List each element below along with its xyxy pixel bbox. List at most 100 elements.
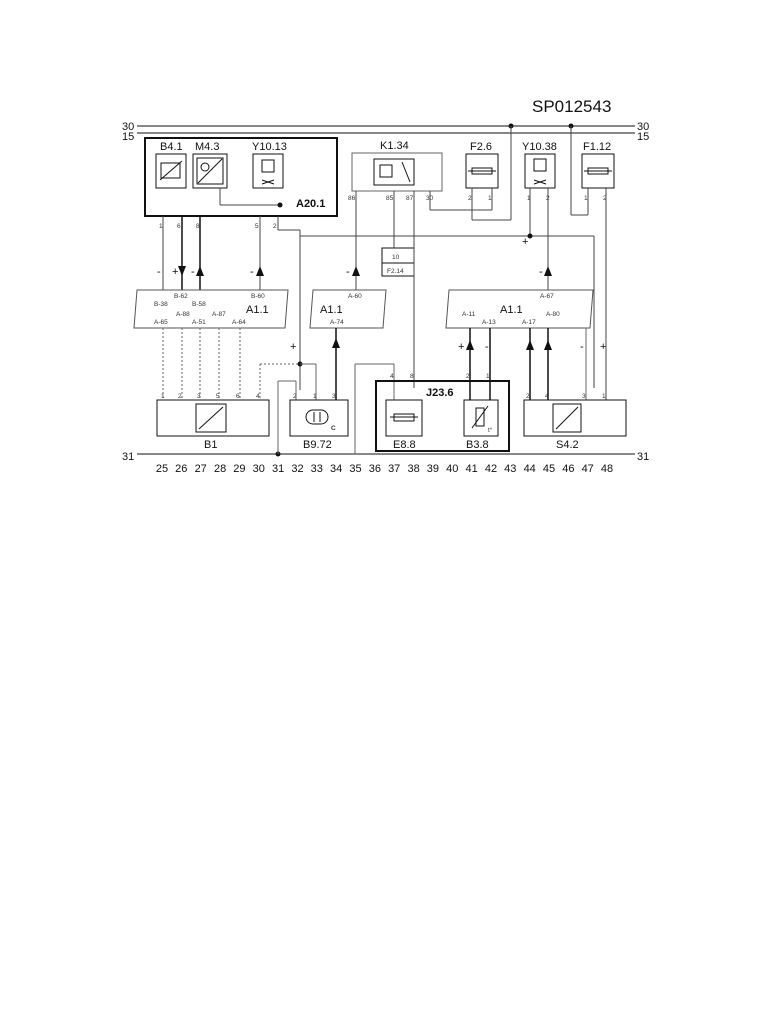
rail-label-right-30: 30 [637,121,649,133]
junction-dot [277,202,283,208]
column-number: 43 [504,463,516,475]
up-arrow-icon [332,338,340,348]
column-number: 45 [543,463,555,475]
polarity-sign: - [580,341,584,353]
f2-14-label: F2.14 [387,268,404,275]
pin-label: 8 [196,223,200,230]
conn-label: B-58 [192,301,206,308]
pin-label: 5 [255,223,259,230]
solenoid-valve-icon [533,158,547,172]
column-number: 37 [388,463,400,475]
conn-label: A-87 [212,311,226,318]
pin-label: 3 [332,393,336,400]
pin-label: 2 [178,393,182,400]
pin-label: 2 [603,195,607,202]
conn-label: A-13 [482,319,496,326]
column-number: 44 [524,463,536,475]
switch-icon [552,403,582,433]
pin-label: 3 [582,393,586,400]
pin-label: 87 [406,195,414,202]
column-number: 47 [582,463,594,475]
column-number: 39 [427,463,439,475]
f1-12-label: F1.12 [583,141,611,153]
m4-3-box [192,153,228,189]
column-number: 28 [214,463,226,475]
conn-label: B-60 [251,293,265,300]
relay-contact [401,161,411,183]
pin-label: 1 [488,195,492,202]
b9-72-label: B9.72 [303,439,332,451]
upper-wires [162,126,607,400]
f2-14-rating: 10 [392,254,400,261]
b9-72-box [289,399,349,437]
s4-2-box [523,399,627,437]
diagram-id: SP012543 [532,97,611,116]
a1-1-right-block [445,289,594,329]
a1-1-left-block [133,289,289,329]
pin-label: 2 [293,393,297,400]
b3-8-temp: t° [488,426,493,434]
y10-13-label: Y10.13 [252,141,287,153]
power-rails [137,125,635,455]
pressure-sensor-icon [305,409,329,425]
rail-label-left-15: 15 [122,131,134,143]
conn-label: A-60 [348,293,362,300]
j23-6-frame [375,380,510,452]
pin-label: 1 [527,195,531,202]
motor-rotor [200,162,210,172]
m4-3-label: M4.3 [195,141,219,153]
y10-13-box [252,153,284,189]
rail-label-left-31: 31 [122,451,134,463]
pin-label: 2 [466,373,470,380]
temperature-sensor-icon [160,162,181,179]
down-arrow-icon [178,266,186,276]
polarity-sign: - [539,266,543,278]
conn-label: A-80 [546,311,560,318]
m4-3-slash [197,158,223,184]
column-number: 26 [175,463,187,475]
rail-label-left-30: 30 [122,121,134,133]
motor-icon [196,157,224,185]
a1-1-left-label: A1.1 [246,304,269,316]
a1-1-right-label: A1.1 [500,304,523,316]
b1-box [156,399,270,437]
sensor-icon [195,403,227,433]
polarity-sign: - [191,266,195,278]
polarity-sign: - [485,341,489,353]
valve-symbol [261,179,275,185]
polarity-sign: - [250,266,254,278]
signal-arrows [178,266,552,276]
conn-label: A-64 [232,319,246,326]
column-number: 27 [195,463,207,475]
k1-34-label: K1.34 [380,140,409,152]
up-arrow-icon [196,266,204,276]
lower-wires [162,328,587,454]
column-number: 25 [156,463,168,475]
pin-label: 1 [486,373,490,380]
pin-label: 1 [584,195,588,202]
polarity-sign: + [290,341,296,353]
pin-label: 6 [177,223,181,230]
pin-label: 4 [390,373,394,380]
b3-8-box [463,399,499,437]
pin-label: 2 [468,195,472,202]
polarity-sign: + [172,266,178,278]
column-number: 48 [601,463,613,475]
e8-8-label: E8.8 [393,439,416,451]
k1-34-frame [351,152,443,192]
pin-label: 4 [256,393,260,400]
thermistor-icon [475,407,485,427]
y10-38-label: Y10.38 [522,141,557,153]
pin-label: 3 [197,393,201,400]
up-arrow-icon [526,340,534,350]
column-number: 31 [272,463,284,475]
pin-label: 1 [602,393,606,400]
column-number: 36 [369,463,381,475]
relay-icon [373,158,415,186]
column-number: 38 [407,463,419,475]
pin-label: 4 [545,393,549,400]
f2-6-box [465,153,499,189]
f1-12-box [581,153,615,189]
